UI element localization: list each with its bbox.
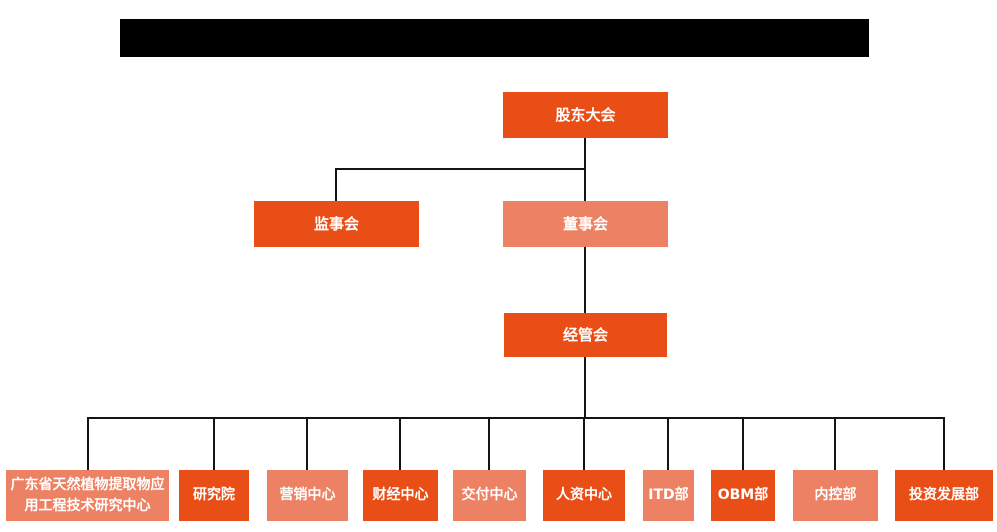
org-node-dept-delivery-center: 交付中心 <box>453 470 526 521</box>
org-node-management-committee: 经管会 <box>504 313 667 357</box>
connector-drop-dept-2 <box>213 417 215 471</box>
connector-drop-dept-10 <box>943 417 945 471</box>
org-node-dept-research-center: 广东省天然植物提取物应用工程技术研究中心 <box>6 470 169 521</box>
org-node-dept-internal-control: 内控部 <box>793 470 878 521</box>
connector-board-management <box>584 247 586 314</box>
connector-drop-dept-3 <box>306 417 308 471</box>
org-node-dept-finance-center: 财经中心 <box>363 470 438 521</box>
connector-drop-dept-1 <box>87 417 89 471</box>
connector-supervisors-drop <box>335 168 337 202</box>
org-node-supervisory-board: 监事会 <box>254 201 419 247</box>
connector-departments-horizontal <box>87 417 945 419</box>
org-node-dept-itd: ITD部 <box>643 470 694 521</box>
org-node-dept-hr-center: 人资中心 <box>543 470 625 521</box>
connector-row2-horizontal <box>335 168 586 170</box>
org-node-board-of-directors: 董事会 <box>503 201 668 247</box>
org-node-dept-obm: OBM部 <box>711 470 775 521</box>
connector-drop-dept-8 <box>742 417 744 471</box>
connector-drop-dept-7 <box>667 417 669 471</box>
org-node-dept-marketing-center: 营销中心 <box>267 470 348 521</box>
org-node-dept-research-institute: 研究院 <box>179 470 249 521</box>
connector-drop-dept-9 <box>834 417 836 471</box>
org-node-shareholders-meeting: 股东大会 <box>503 92 668 138</box>
connector-drop-dept-6 <box>583 417 585 471</box>
connector-drop-dept-5 <box>488 417 490 471</box>
connector-shareholders-down <box>584 138 586 202</box>
org-node-dept-investment-development: 投资发展部 <box>895 470 993 521</box>
connector-management-down <box>584 357 586 419</box>
redacted-title-bar <box>120 19 869 57</box>
connector-drop-dept-4 <box>399 417 401 471</box>
